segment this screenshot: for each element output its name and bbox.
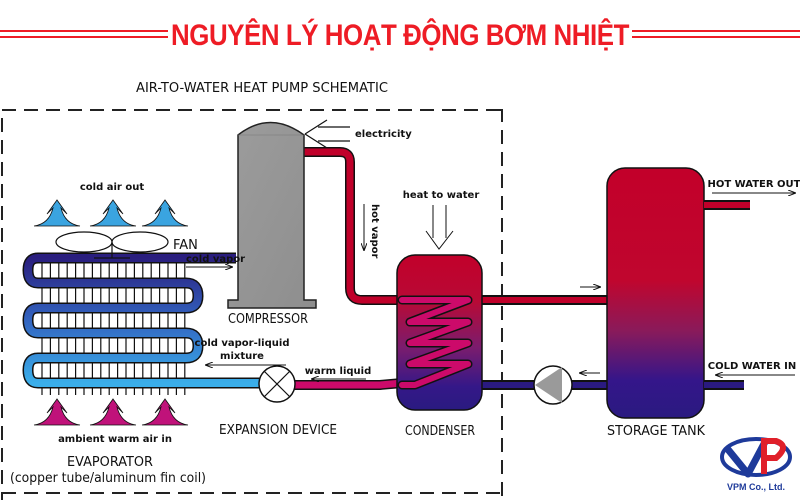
schematic-title: AIR-TO-WATER HEAT PUMP SCHEMATIC xyxy=(136,81,388,96)
cold-vapor-liquid-label-1: cold vapor-liquid xyxy=(195,338,290,349)
cold-water-in-pipe xyxy=(704,380,744,390)
warm-air-arrow-icon xyxy=(33,398,81,426)
company-name: VPM Co., Ltd. xyxy=(727,482,785,492)
warm-air-arrow-icon xyxy=(141,398,189,426)
cold-air-arrow-icon xyxy=(89,199,137,227)
evaporator-coil xyxy=(22,252,262,389)
condenser-label: CONDENSER xyxy=(405,424,475,439)
storage-tank-label: STORAGE TANK xyxy=(607,424,705,439)
warm-liquid-label: warm liquid xyxy=(305,366,372,377)
fan-icon xyxy=(55,231,169,259)
condenser-coil xyxy=(397,295,473,390)
cold-water-in-label: COLD WATER IN xyxy=(708,361,796,372)
cold-air-out-icons xyxy=(33,199,189,227)
hot-water-supply-line xyxy=(478,295,608,305)
electricity-label: electricity xyxy=(355,129,412,140)
expansion-device-label: EXPANSION DEVICE xyxy=(219,423,337,438)
electricity-icon xyxy=(304,119,350,149)
hot-vapor-label: hot vapor xyxy=(369,204,380,259)
heat-to-water-label: heat to water xyxy=(403,190,480,201)
evaporator-sub-label: (copper tube/aluminum fin coil) xyxy=(10,471,206,486)
evaporator-label: EVAPORATOR xyxy=(67,455,153,470)
header-rule-right xyxy=(632,30,800,38)
warm-air-arrow-icon xyxy=(89,398,137,426)
circulation-pump-icon xyxy=(533,365,573,405)
cold-air-arrow-icon xyxy=(33,199,81,227)
outdoor-unit-boundary xyxy=(1,109,503,500)
cold-air-arrow-icon xyxy=(141,199,189,227)
compressor-label: COMPRESSOR xyxy=(228,312,308,327)
cold-air-out-label: cold air out xyxy=(80,182,144,193)
compressor xyxy=(227,121,317,309)
hot-water-out-pipe xyxy=(704,200,750,210)
header: NGUYÊN LÝ HOẠT ĐỘNG BƠM NHIỆT xyxy=(0,18,800,52)
cold-vapor-liquid-label-2: mixture xyxy=(220,351,264,362)
hot-water-out-label: HOT WATER OUT xyxy=(708,179,800,190)
storage-tank xyxy=(606,167,705,419)
expansion-valve-icon xyxy=(258,365,296,403)
company-logo: VPM Co., Ltd. xyxy=(720,437,792,492)
header-rule-left xyxy=(0,30,168,38)
warm-air-in-icons xyxy=(33,398,189,426)
ambient-warm-air-label: ambient warm air in xyxy=(58,434,172,445)
cold-vapor-label: cold vapor xyxy=(186,254,245,265)
page-title: NGUYÊN LÝ HOẠT ĐỘNG BƠM NHIỆT xyxy=(171,18,629,52)
heat-to-water-arrow-icon xyxy=(425,205,454,250)
fan-label: FAN xyxy=(173,238,198,253)
